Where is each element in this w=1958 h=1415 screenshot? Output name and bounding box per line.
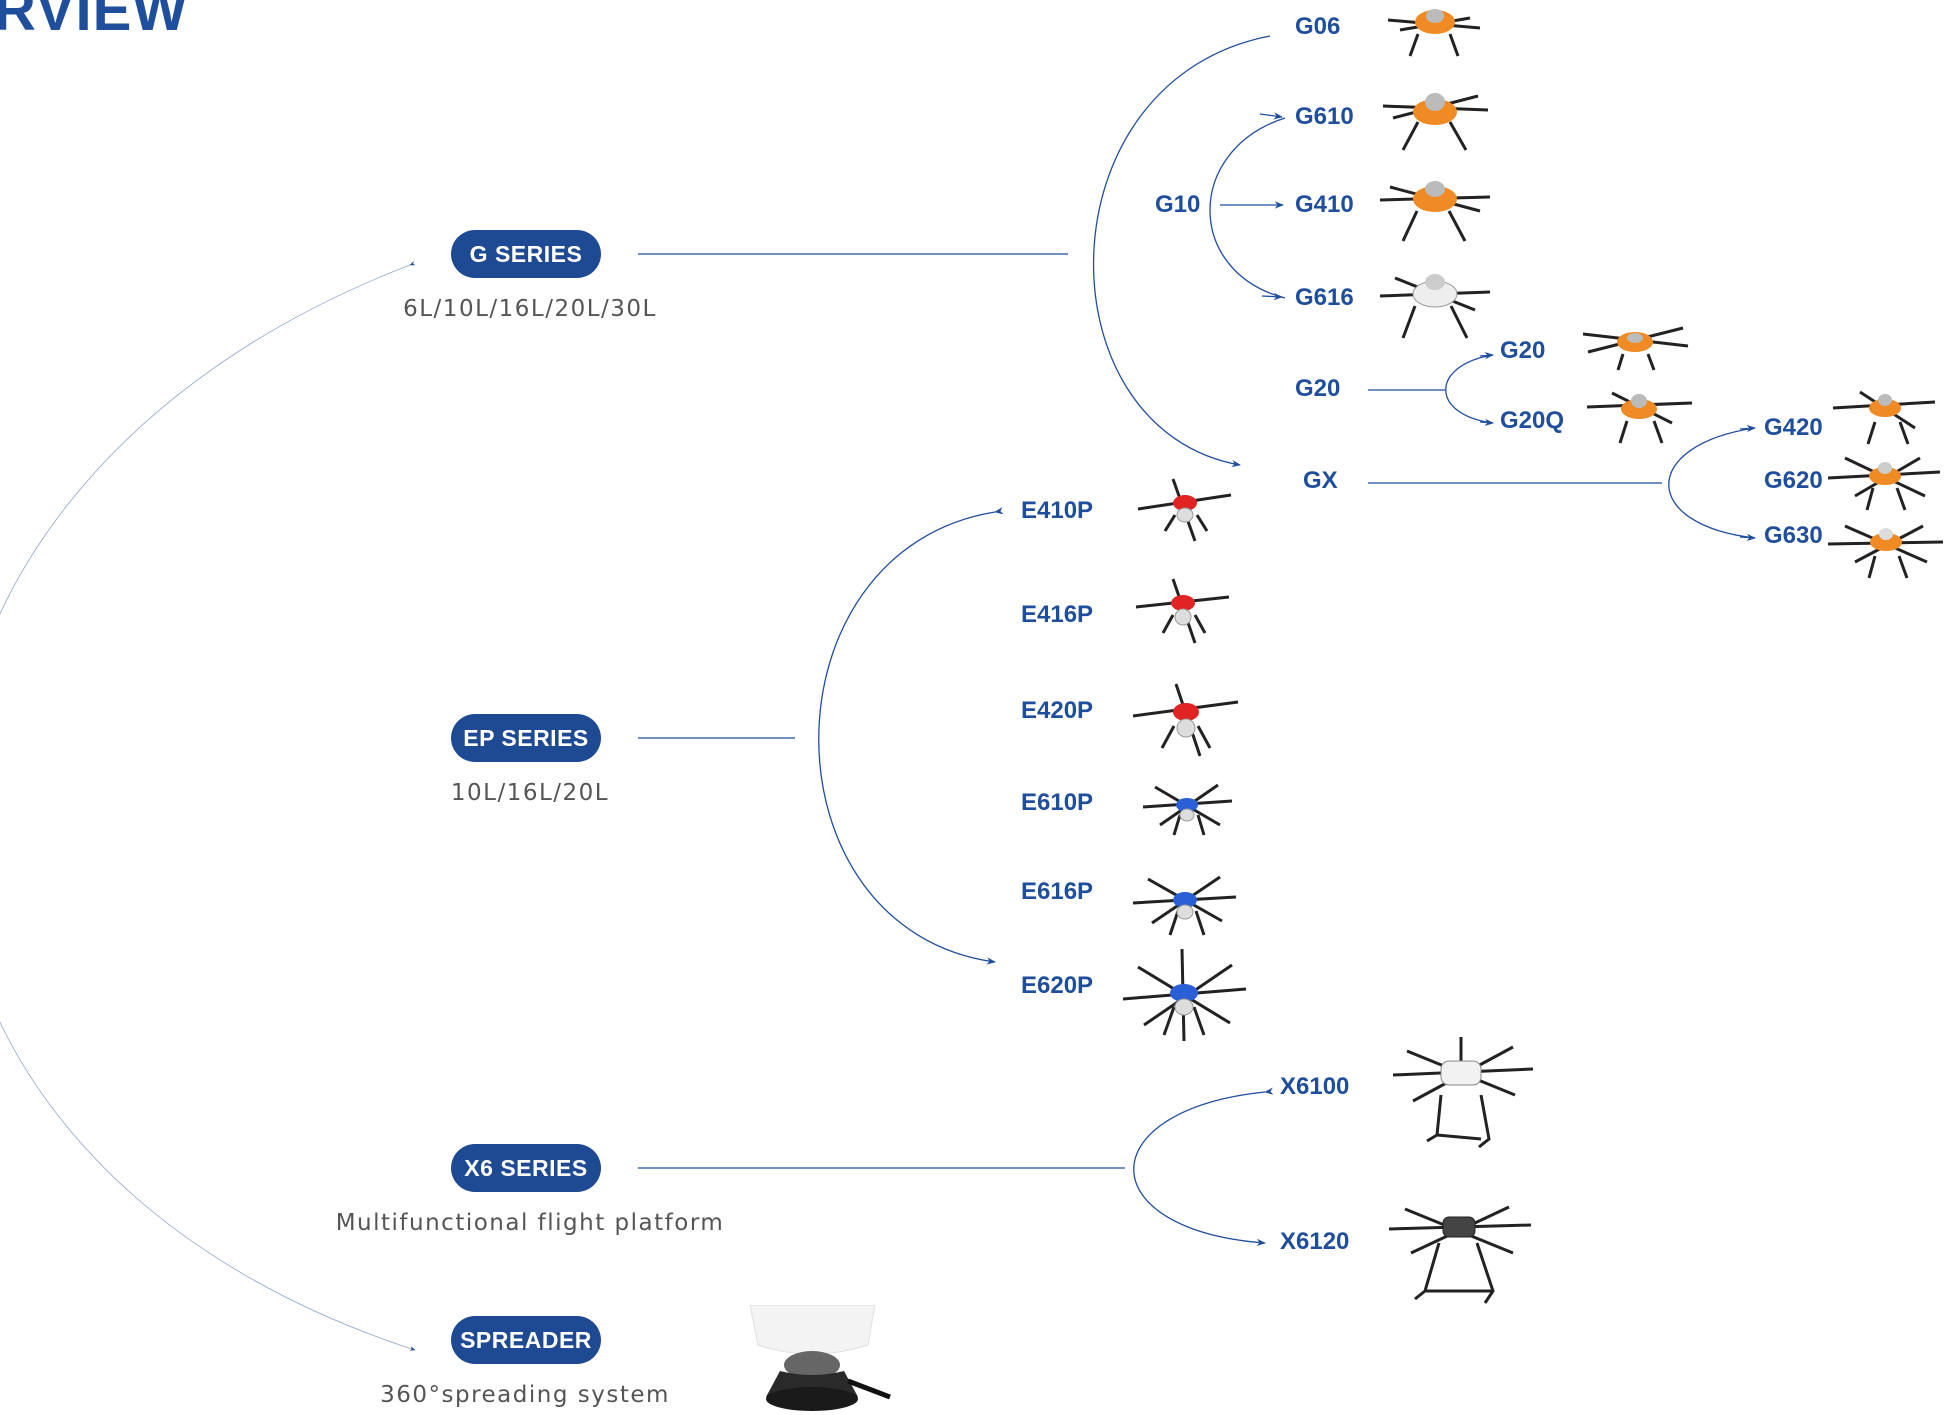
node-g620[interactable]: G620 xyxy=(1764,467,1823,494)
node-x6120[interactable]: X6120 xyxy=(1280,1228,1350,1255)
ep-series-badge[interactable]: EP SERIES xyxy=(451,714,601,762)
node-g630[interactable]: G630 xyxy=(1764,522,1823,549)
g06-drone-image xyxy=(1387,9,1481,57)
node-g20q[interactable]: G20Q xyxy=(1500,407,1565,434)
g620-drone-image xyxy=(1827,456,1941,511)
spreader-caption: 360°spreading system xyxy=(380,1382,670,1408)
e410p-drone-image xyxy=(1137,478,1232,542)
node-e610p[interactable]: E610P xyxy=(1021,789,1094,816)
x6100-drone-image xyxy=(1392,1037,1534,1149)
node-e616p[interactable]: E616P xyxy=(1021,878,1094,905)
e610p-drone-image xyxy=(1142,783,1233,836)
node-g610[interactable]: G610 xyxy=(1295,103,1354,130)
node-e416p[interactable]: E416P xyxy=(1021,601,1094,628)
node-g410[interactable]: G410 xyxy=(1295,191,1354,218)
g616-drone-image xyxy=(1379,274,1491,339)
g-series-badge[interactable]: G SERIES xyxy=(451,230,601,278)
spreader-badge[interactable]: SPREADER xyxy=(451,1316,601,1364)
e420p-drone-image xyxy=(1132,683,1239,757)
node-g20[interactable]: G20 xyxy=(1500,337,1546,364)
g20q-drone-image xyxy=(1586,391,1693,444)
node-g420[interactable]: G420 xyxy=(1764,414,1823,441)
node-g616[interactable]: G616 xyxy=(1295,284,1354,311)
ep-series-caption: 10L/16L/20L xyxy=(450,780,610,806)
node-g06[interactable]: G06 xyxy=(1295,13,1341,40)
node-e420p[interactable]: E420P xyxy=(1021,697,1094,724)
e620p-drone-image xyxy=(1122,948,1247,1042)
x6120-drone-image xyxy=(1388,1205,1532,1304)
node-e620p[interactable]: E620P xyxy=(1021,972,1094,999)
g630-drone-image xyxy=(1827,524,1944,579)
g-series-caption: 6L/10L/16L/20L/30L xyxy=(403,296,657,322)
e616p-drone-image xyxy=(1132,875,1237,936)
x6-series-badge[interactable]: X6 SERIES xyxy=(451,1144,601,1192)
g420-drone-image xyxy=(1832,390,1936,445)
g20-drone-image xyxy=(1582,326,1689,371)
node-g10[interactable]: G10 xyxy=(1155,191,1201,218)
spreader-image xyxy=(749,1305,891,1411)
x6-series-caption: Multifunctional flight platform xyxy=(335,1210,725,1236)
node-gx[interactable]: GX xyxy=(1303,467,1338,494)
node-e410p[interactable]: E410P xyxy=(1021,497,1094,524)
node-x6100[interactable]: X6100 xyxy=(1280,1073,1350,1100)
node-g20-group[interactable]: G20 xyxy=(1295,375,1341,402)
e416p-drone-image xyxy=(1135,578,1230,644)
g610-drone-image xyxy=(1382,93,1489,151)
g410-drone-image xyxy=(1379,181,1491,242)
page-heading: RVIEW xyxy=(0,0,189,43)
